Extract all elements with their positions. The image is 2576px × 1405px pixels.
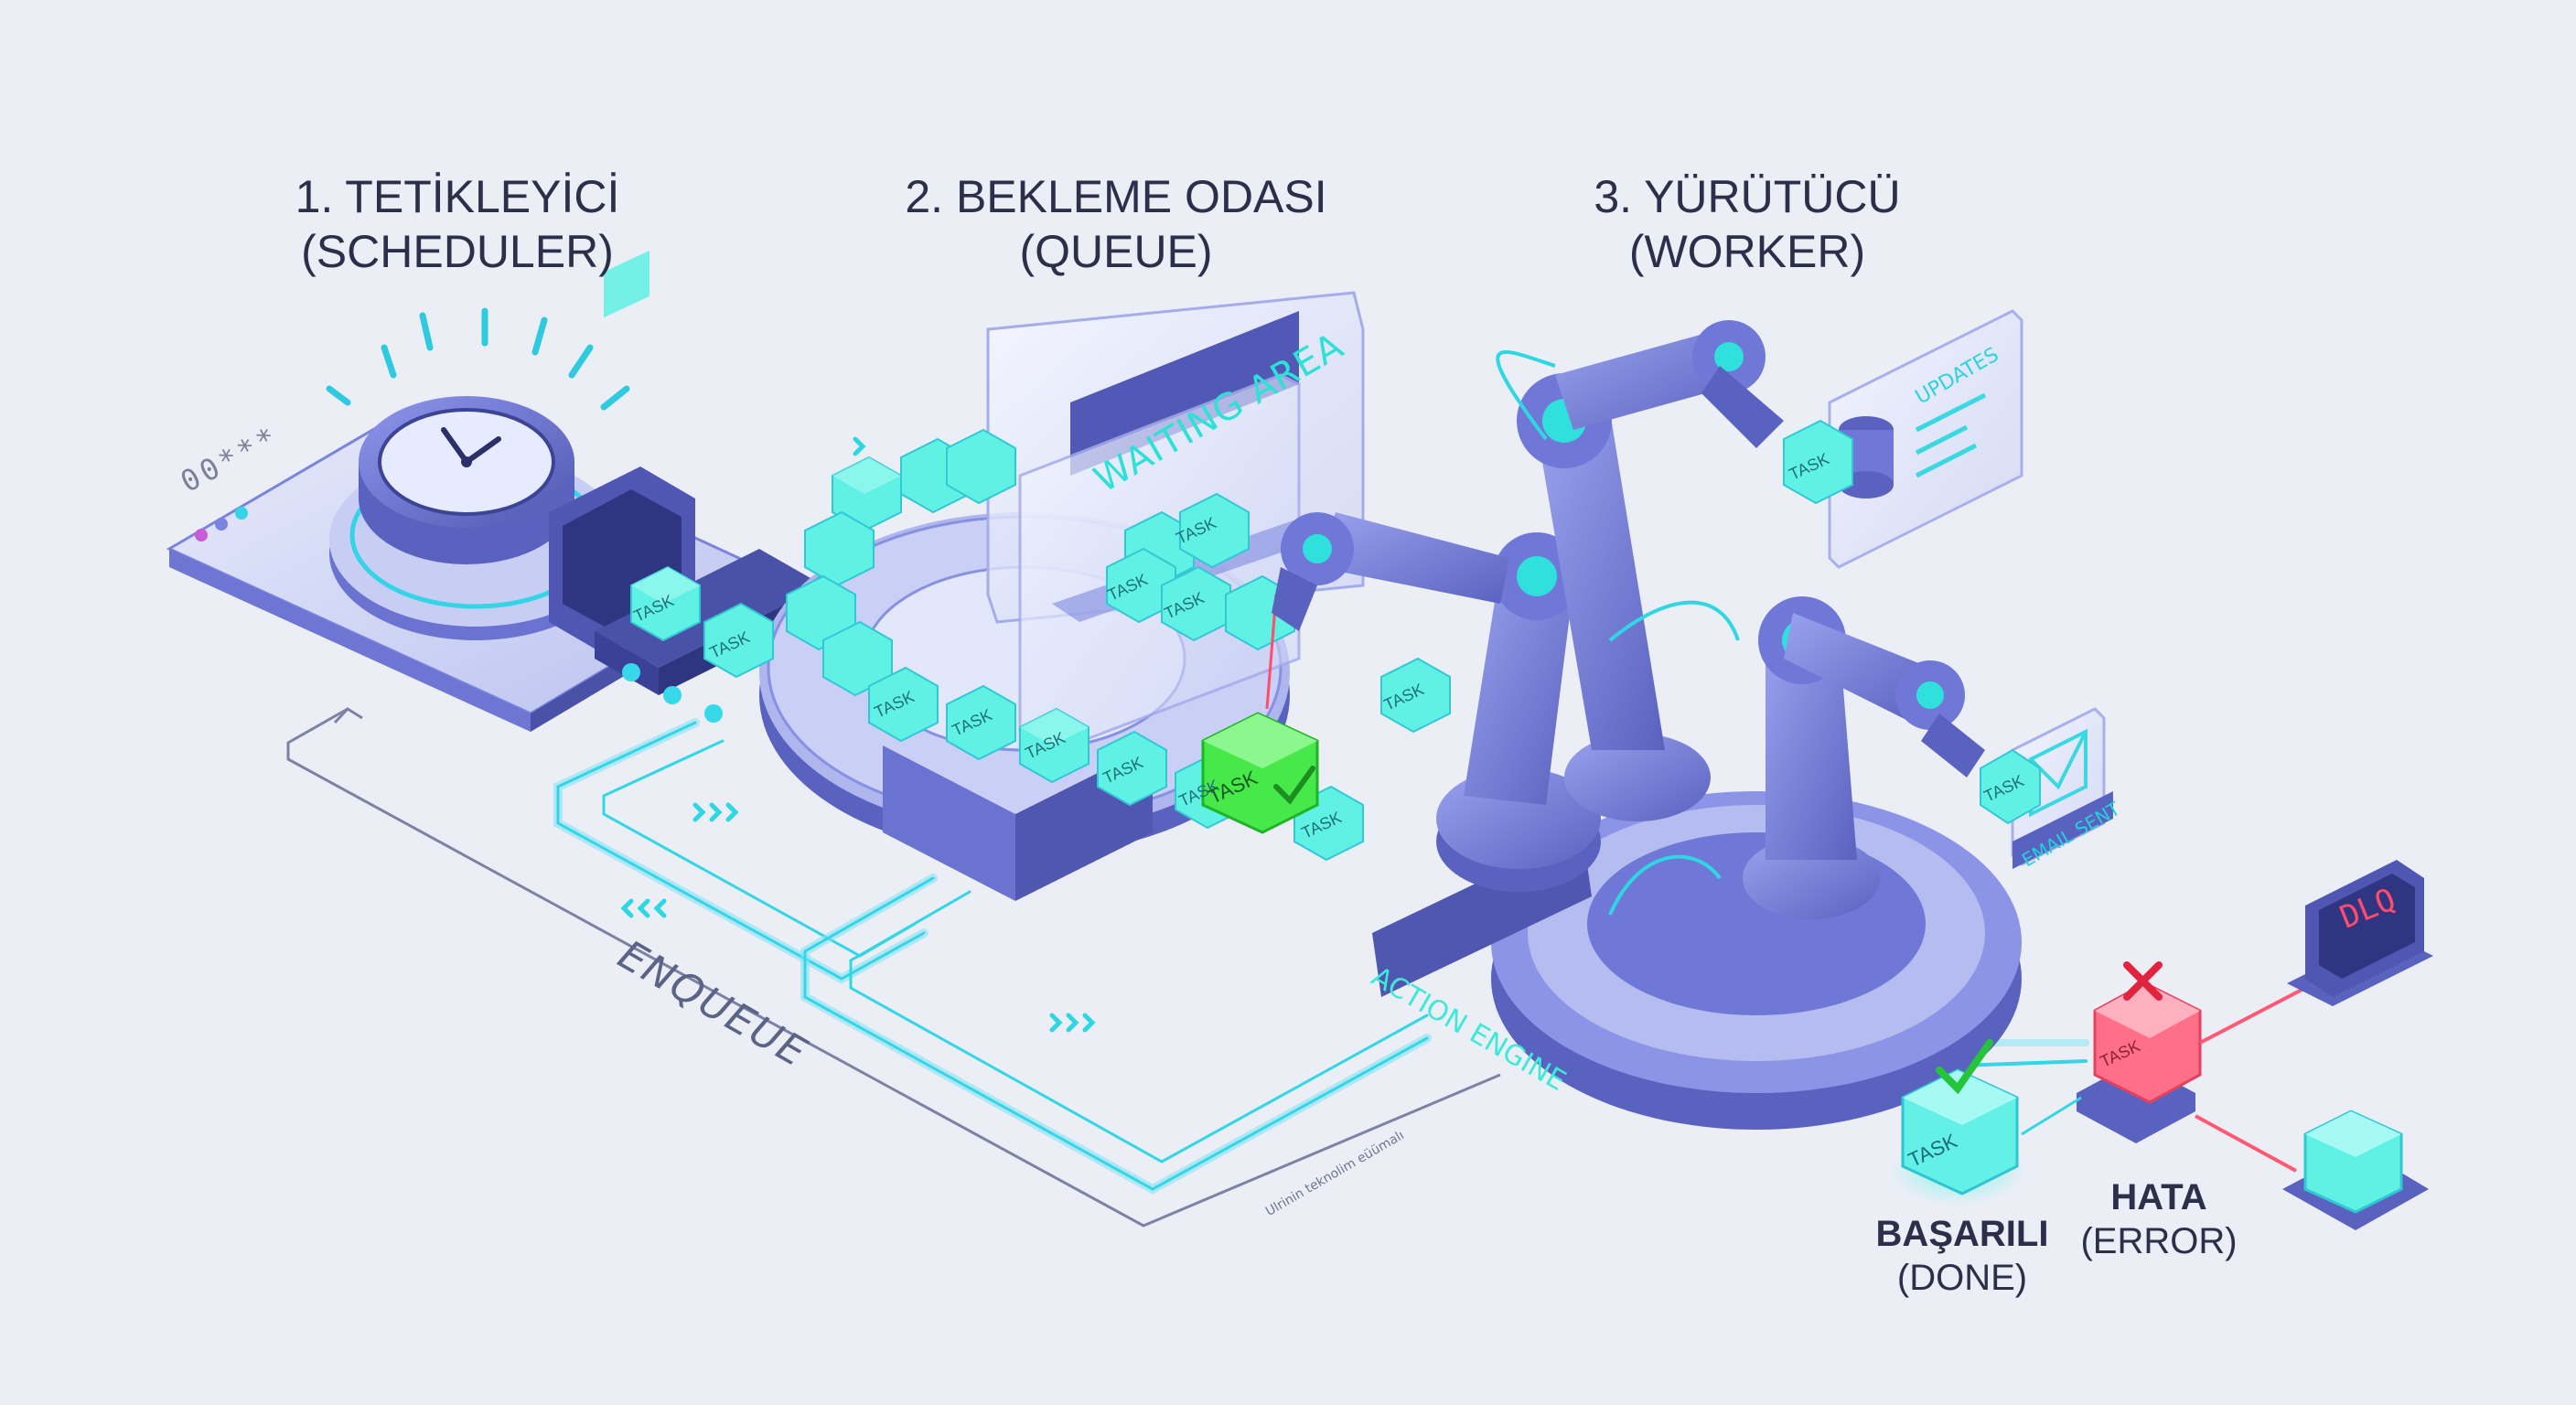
error-title: HATA xyxy=(2067,1175,2250,1219)
success-result-label: BAŞARILI (DONE) xyxy=(1857,1212,2067,1300)
stage-title-scheduler: 1. TETİKLEYİCİ (SCHEDULER) xyxy=(247,169,668,279)
error-cube xyxy=(2022,965,2305,1171)
stage-title-worker: 3. YÜRÜTÜCÜ (WORKER) xyxy=(1537,169,1958,279)
stage-subtitle-text: (SCHEDULER) xyxy=(247,224,668,279)
error-subtitle: (ERROR) xyxy=(2067,1219,2250,1263)
stage-title-text: 2. BEKLEME ODASI xyxy=(878,169,1354,224)
dlq-box xyxy=(2287,860,2433,1006)
stage-subtitle-text: (QUEUE) xyxy=(878,224,1354,279)
stage-title-text: 1. TETİKLEYİCİ xyxy=(247,169,668,224)
error-result-label: HATA (ERROR) xyxy=(2067,1175,2250,1263)
stage-title-queue: 2. BEKLEME ODASI (QUEUE) xyxy=(878,169,1354,279)
stage-subtitle-text: (WORKER) xyxy=(1537,224,1958,279)
success-title: BAŞARILI xyxy=(1857,1212,2067,1256)
stage-title-text: 3. YÜRÜTÜCÜ xyxy=(1537,169,1958,224)
success-subtitle: (DONE) xyxy=(1857,1256,2067,1300)
retry-cube xyxy=(2282,1111,2429,1230)
